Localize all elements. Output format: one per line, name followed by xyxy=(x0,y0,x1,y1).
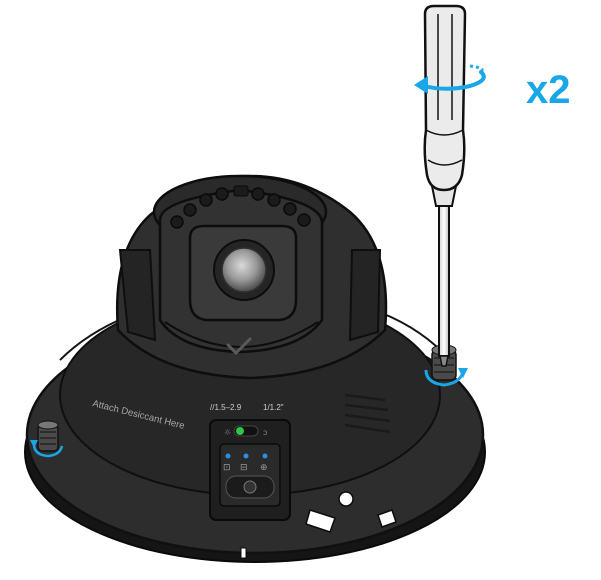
status-led-1 xyxy=(225,453,231,459)
screwdriver-tip xyxy=(439,355,449,367)
screwdriver-handle xyxy=(423,4,467,192)
status-led-2 xyxy=(243,453,249,459)
base-notch xyxy=(240,547,247,559)
lens-spec-right: 1/1.2" xyxy=(263,403,284,412)
switch-icon-right: ↄ xyxy=(263,428,267,437)
shroud-arm-right xyxy=(348,249,382,342)
network-status-icon: ⊟ xyxy=(240,463,248,473)
sensor-window xyxy=(233,185,249,197)
rotation-arrowhead-left xyxy=(30,440,38,448)
base-cutouts xyxy=(305,491,397,533)
switch-led xyxy=(236,427,244,435)
ir-led-ring xyxy=(170,187,311,229)
rotation-arrow-icon xyxy=(424,369,465,387)
rotation-arrowhead xyxy=(414,76,428,94)
base-ridges xyxy=(344,393,391,434)
rotation-arrow-tail xyxy=(469,64,484,74)
switch-icon-left: ☼ xyxy=(224,428,231,437)
lens-glass xyxy=(221,247,267,293)
ethernet-port-icon: ⊡ xyxy=(223,463,231,473)
rotation-arrow-icon xyxy=(32,443,64,458)
screw-icon xyxy=(37,420,59,452)
screwdriver-shaft xyxy=(438,195,450,357)
shroud-arm-left xyxy=(118,249,157,342)
lens-spec-left: //1.5–2.9 xyxy=(210,403,242,412)
reset-button-graphic xyxy=(243,480,257,494)
connector-panel: ☼ ↄ ⊡ ⊟ ⊕ xyxy=(209,419,291,521)
status-led-3 xyxy=(262,453,268,459)
globe-icon: ⊕ xyxy=(260,463,268,473)
multiplier-badge: x2 xyxy=(526,68,571,112)
rotation-arrowhead-right xyxy=(458,368,468,378)
check-logo-icon xyxy=(226,337,252,356)
screwdriver-icon xyxy=(423,4,467,367)
rotation-arrow-icon xyxy=(418,70,486,91)
handle-flare xyxy=(425,129,464,166)
